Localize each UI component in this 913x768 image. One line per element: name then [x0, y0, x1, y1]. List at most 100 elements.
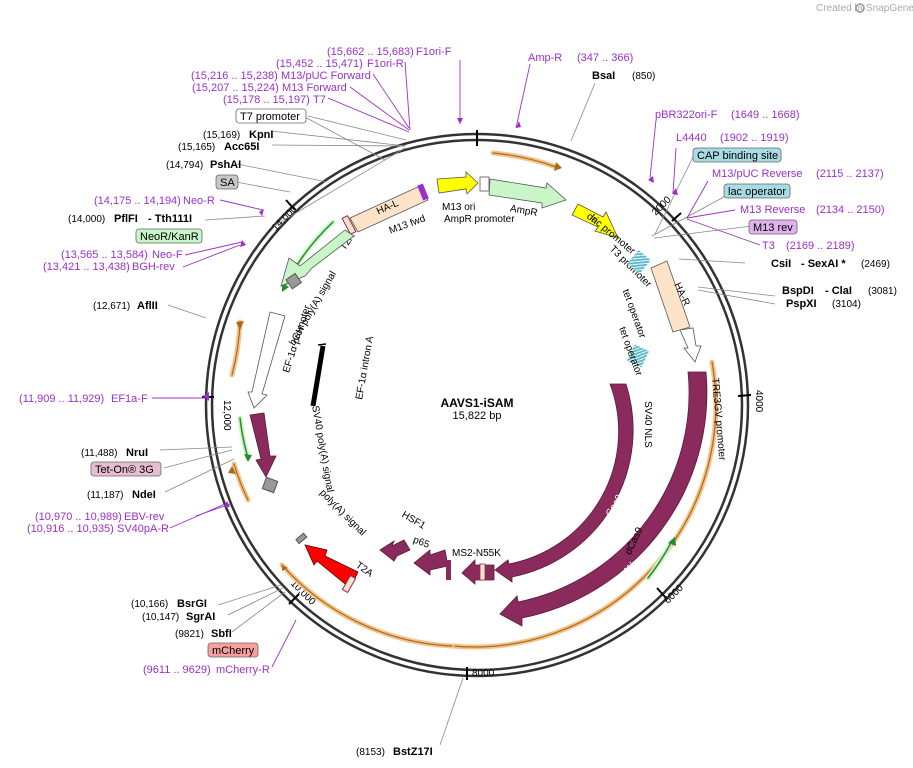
enzyme-nrui[interactable]: (11,488) NruI: [81, 447, 148, 459]
primer-t3[interactable]: T3 (2169 .. 2189): [762, 240, 855, 252]
enzyme-kpni-name: KpnI: [249, 129, 273, 141]
enzyme-bstz17i-pos: (8153): [356, 747, 385, 758]
ef1a-intron-bar[interactable]: [310, 345, 326, 407]
enzyme-sgrai-name: SgrAI: [186, 611, 215, 623]
enzyme-pflfi-name: PflFI: [114, 213, 138, 225]
ef1a-promoter-arrow[interactable]: [247, 311, 286, 409]
enzyme-kpni[interactable]: (15,169) KpnI: [203, 129, 273, 141]
enzyme-bspdi-name: BspDI: [782, 285, 814, 297]
enzyme-sbfi[interactable]: (9821) SbfI: [175, 628, 232, 640]
primer-amp-r[interactable]: Amp-R (347 .. 366): [528, 52, 633, 64]
m13-ori-arrow[interactable]: [436, 171, 479, 195]
primer-ef1a-f-range: (11,909 .. 11,929): [19, 393, 104, 405]
primer-mcherry-r-name: mCherry-R: [216, 664, 270, 676]
enzyme-bstz17i[interactable]: (8153) BstZ17I: [356, 746, 433, 758]
enzyme-nrui-name: NruI: [126, 447, 148, 459]
enzyme-acc65i[interactable]: (15,165) Acc65I: [178, 141, 259, 153]
dcas9-arrow[interactable]: [499, 371, 708, 627]
primer-bgh-rev-range: (13,421 .. 13,438): [43, 261, 130, 273]
enzyme-pflfi[interactable]: (14,000) PflFI - Tth111I: [68, 213, 192, 225]
primer-f1ori-f-range: (15,662 .. 15,683): [327, 46, 414, 58]
primer-m13-forward-name: M13 Forward: [282, 82, 347, 94]
primer-bgh-rev[interactable]: (13,421 .. 13,438) BGH-rev: [43, 261, 175, 273]
label-mcherry-text: mCherry: [212, 645, 255, 657]
primer-sv40pa-r[interactable]: (10,916 .. 10,935) SV40pA-R: [27, 523, 169, 535]
label-tet-on-3g[interactable]: Tet-On® 3G: [90, 461, 162, 477]
primer-m13puc-reverse-range: (2115 .. 2137): [816, 168, 884, 180]
label-lac-operator-text: lac operator: [728, 186, 786, 198]
ha-r-feature[interactable]: HA-R: [650, 260, 692, 333]
backbone-ticks: [202, 130, 752, 680]
label-sa-text: SA: [220, 177, 235, 189]
enzyme-bsai[interactable]: BsaI (850): [592, 70, 655, 82]
label-cap-binding-site[interactable]: CAP binding site: [692, 147, 782, 163]
primer-m13puc-reverse[interactable]: M13/pUC Reverse (2115 .. 2137): [712, 168, 884, 180]
tre3gv-promoter-arrow[interactable]: [679, 327, 702, 363]
primer-ebv-rev[interactable]: (10,970 .. 10,989) EBV-rev: [35, 511, 165, 523]
ori-arrow[interactable]: ori: [571, 203, 619, 239]
label-neor-kanr[interactable]: NeoR/KanR: [135, 228, 203, 244]
primer-f1ori-r[interactable]: (15,452 .. 15,471) F1ori-R: [276, 58, 404, 70]
primer-m13-reverse-name: M13 Reverse: [740, 204, 805, 216]
primer-mcherry-r[interactable]: (9611 .. 9629) mCherry-R: [143, 664, 270, 676]
enzyme-csii[interactable]: CsiI - SexAI * (2469): [771, 258, 890, 270]
hsf1-arrow[interactable]: [379, 539, 411, 562]
tet-operator-box: [626, 344, 650, 368]
tick-8000: 8000: [472, 668, 495, 679]
sv40-polya-arrow[interactable]: [249, 412, 277, 478]
m13-ori-label: M13 ori: [442, 202, 475, 213]
primer-pbr322ori-f-name: pBR322ori-F: [655, 109, 718, 121]
ampr-arrow[interactable]: [488, 178, 567, 209]
label-mcherry[interactable]: mCherry: [207, 642, 259, 658]
primer-sv40pa-r-name: SV40pA-R: [117, 523, 169, 535]
label-cap-binding-site-text: CAP binding site: [697, 150, 778, 162]
label-t7-promoter-text: T7 promoter: [240, 111, 300, 123]
enzyme-pshai-name: PshAI: [210, 159, 241, 171]
label-lac-operator[interactable]: lac operator: [723, 183, 791, 199]
primer-t7[interactable]: (15,178 .. 15,197) T7: [223, 94, 326, 106]
cas9-arrow[interactable]: Cas9: [494, 383, 634, 583]
primer-m13puc-forward[interactable]: (15,216 .. 15,238) M13/pUC Forward: [191, 70, 371, 82]
enzyme-bsai-name: BsaI: [592, 70, 615, 82]
ampr-label: AmpR: [509, 203, 538, 219]
ef1a-promoter-label: EF-1α promoter: [281, 303, 313, 374]
sv40-polya-box: [261, 476, 279, 494]
primer-pbr322ori-f-range: (1649 .. 1668): [731, 109, 800, 121]
primer-t7-range: (15,178 .. 15,197): [223, 94, 310, 106]
plasmid-name: AAVS1-iSAM: [440, 396, 513, 410]
primer-neo-f[interactable]: (13,565 .. 13,584) Neo-F: [61, 249, 183, 261]
enzyme-pshai[interactable]: (14,794) PshAI: [166, 159, 241, 171]
ms2-n55k-arrow[interactable]: [461, 559, 495, 585]
label-sa[interactable]: SA: [215, 174, 239, 190]
primer-pbr322ori-f[interactable]: pBR322ori-F (1649 .. 1668): [655, 109, 800, 121]
enzyme-acc65i-pos: (15,165): [178, 142, 215, 153]
primer-m13-forward[interactable]: (15,207 .. 15,224) M13 Forward: [192, 82, 347, 94]
enzyme-pflfi-sep: - Tth111I: [148, 213, 192, 225]
enzyme-pspxi[interactable]: PspXI (3104): [786, 298, 861, 310]
enzyme-bsrgi[interactable]: (10,166) BsrGI: [131, 598, 207, 610]
p65-arrow[interactable]: [413, 549, 449, 576]
enzyme-ndei[interactable]: (11,187) NdeI: [87, 489, 156, 501]
primer-ebv-rev-name: EBV-rev: [124, 511, 165, 523]
label-t7-promoter[interactable]: T7 promoter: [235, 108, 307, 124]
enzyme-aflii[interactable]: (12,671) AflII: [93, 300, 158, 312]
tick-6000: 6000: [662, 582, 686, 606]
mcherry-arrow[interactable]: [304, 544, 359, 594]
primer-f1ori-f[interactable]: (15,662 .. 15,683) F1ori-F: [327, 46, 452, 58]
primer-l4440[interactable]: L4440 (1902 .. 1919): [676, 132, 789, 144]
primer-m13puc-reverse-name: M13/pUC Reverse: [712, 168, 802, 180]
primer-f1ori-r-range: (15,452 .. 15,471): [276, 58, 363, 70]
enzyme-bstz17i-name: BstZ17I: [393, 746, 433, 758]
enzyme-aflii-pos: (12,671): [93, 301, 130, 312]
enzyme-pflfi-pos: (14,000): [68, 214, 105, 225]
primer-m13puc-forward-range: (15,216 .. 15,238): [191, 70, 278, 82]
primer-m13-reverse[interactable]: M13 Reverse (2134 .. 2150): [740, 204, 885, 216]
primer-ef1a-f[interactable]: (11,909 .. 11,929) EF1a-F: [19, 393, 148, 405]
label-m13-rev[interactable]: M13 rev: [748, 219, 798, 235]
enzyme-sgrai[interactable]: (10,147) SgrAI: [142, 611, 215, 623]
enzyme-bspdi[interactable]: BspDI - ClaI (3081): [782, 285, 897, 297]
label-neor-kanr-text: NeoR/KanR: [140, 231, 199, 243]
primer-neo-r[interactable]: (14,175 .. 14,194) Neo-R: [94, 195, 215, 207]
lac-region-hatch: [627, 249, 651, 275]
